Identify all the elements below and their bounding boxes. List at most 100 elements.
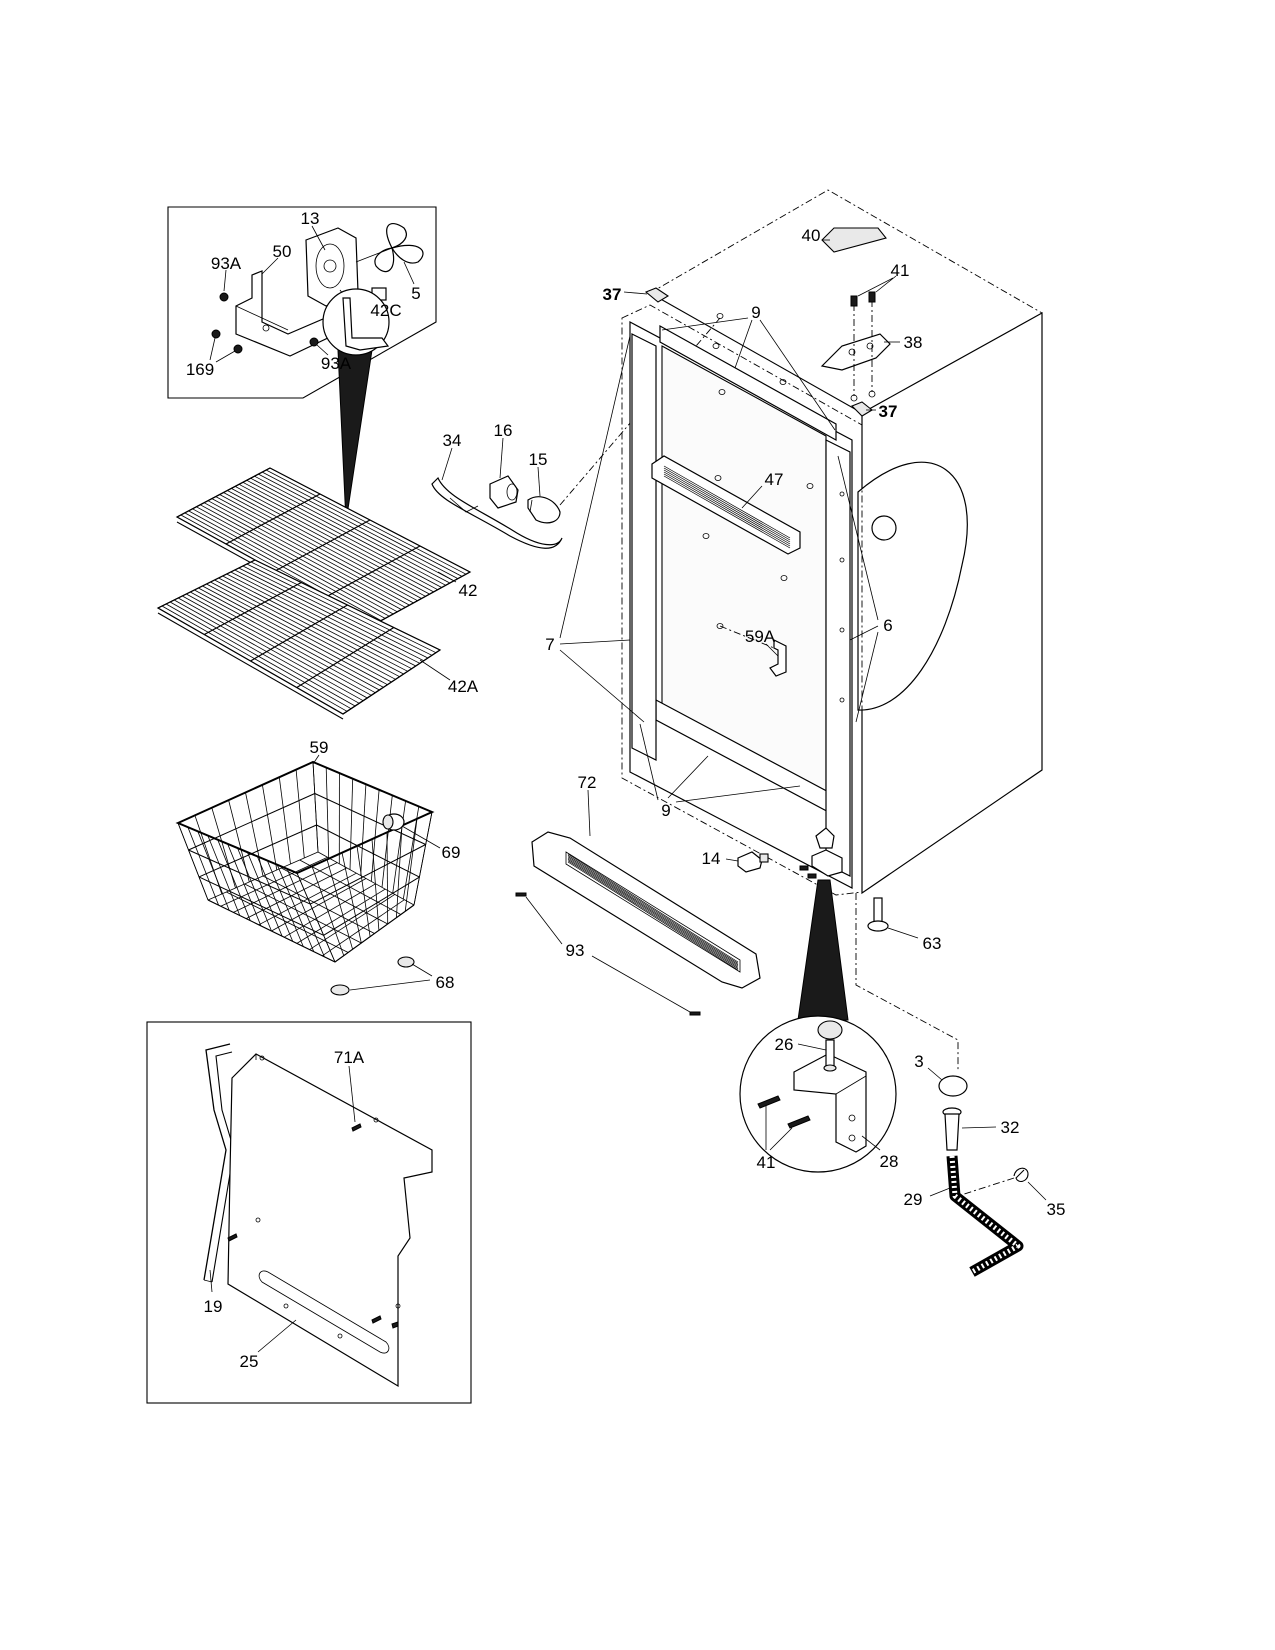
fan-screws xyxy=(211,292,319,354)
basket-wire xyxy=(228,800,250,883)
fan-bracket xyxy=(235,270,333,357)
breaker-strip-left xyxy=(631,333,657,761)
basket-wire xyxy=(295,769,305,859)
basket-band xyxy=(316,824,420,878)
callout-50: 50 xyxy=(273,242,292,261)
roller-leader xyxy=(401,825,441,849)
cabinet-top-front-edge xyxy=(649,292,863,414)
grille-slot xyxy=(567,853,739,963)
screw-93a-bottom xyxy=(309,337,319,347)
basket-wire xyxy=(207,835,241,916)
basket-band xyxy=(198,824,317,878)
inset-top-leaders xyxy=(209,225,415,363)
breaker-strip-right xyxy=(825,439,851,877)
grille-slot xyxy=(567,855,739,964)
light-bracket xyxy=(431,476,563,549)
callout-41-bottom: 41 xyxy=(757,1153,776,1172)
toe-grille xyxy=(515,789,761,1016)
callout-93a-bottom: 93A xyxy=(321,354,352,373)
detail-pointer-42c xyxy=(337,349,373,523)
bracket-fold xyxy=(235,305,289,331)
callout-35: 35 xyxy=(1047,1200,1066,1219)
vent-slot xyxy=(663,467,791,541)
shelf-42a xyxy=(156,559,442,720)
grille-slot xyxy=(567,857,739,967)
shelf-crossbar xyxy=(176,467,271,518)
foot-leader-b xyxy=(411,963,433,977)
screw-93a-top xyxy=(219,292,229,302)
hinge-clip xyxy=(957,1167,1047,1201)
basket-wire xyxy=(349,778,354,870)
bottom-hinge xyxy=(793,1053,867,1153)
callout-6: 6 xyxy=(883,616,892,635)
callout-59a: 59A xyxy=(745,627,776,646)
basket-band xyxy=(188,849,311,905)
shelf-crossbar xyxy=(250,604,348,662)
basket-wire xyxy=(392,800,406,894)
basket-wire xyxy=(413,811,433,906)
detail-circle-hinge xyxy=(739,1015,897,1173)
callout-42a: 42A xyxy=(448,677,479,696)
shelf-crossbar xyxy=(342,649,441,715)
callout-42c: 42C xyxy=(370,301,401,320)
callout-72: 72 xyxy=(578,773,597,792)
callout-47: 47 xyxy=(765,470,784,489)
basket-wires xyxy=(177,761,433,963)
callout-42: 42 xyxy=(459,581,478,600)
basket-wire xyxy=(187,827,219,906)
light-socket xyxy=(489,475,519,509)
callout-37-left: 37 xyxy=(603,285,622,304)
callout-19: 19 xyxy=(204,1297,223,1316)
callout-41-top: 41 xyxy=(891,261,910,280)
panel xyxy=(227,1053,433,1388)
door-outline xyxy=(621,304,863,896)
vent-slot xyxy=(663,475,791,549)
basket-wire xyxy=(227,843,262,926)
screw-169-a xyxy=(211,329,221,339)
hinge-screws xyxy=(757,1095,811,1129)
freezer-cabinet xyxy=(621,189,1043,896)
liner-holes xyxy=(702,313,845,703)
callout-38: 38 xyxy=(904,333,923,352)
basket-floor-wire xyxy=(299,859,401,915)
shelf-crossbar xyxy=(274,519,371,572)
basket-wire xyxy=(312,761,319,853)
callout-59: 59 xyxy=(310,738,329,757)
basket-wire xyxy=(194,815,223,895)
callout-63: 63 xyxy=(923,934,942,953)
basket-wire xyxy=(370,789,380,882)
light-assembly xyxy=(431,317,721,549)
light-bulb xyxy=(527,496,561,524)
callout-34: 34 xyxy=(443,431,462,450)
basket-wire xyxy=(237,847,272,932)
leveling-leg xyxy=(867,897,919,939)
cabinet-leaders xyxy=(419,239,900,803)
panel-screw-leader xyxy=(348,1065,356,1123)
basket-bottom-rim xyxy=(207,899,415,963)
basket-wire xyxy=(404,818,418,912)
callout-16: 16 xyxy=(494,421,513,440)
breaker-strip-top xyxy=(659,324,837,442)
basket-wire xyxy=(245,792,264,877)
vent-slot xyxy=(663,465,791,539)
fan-blade xyxy=(355,223,424,272)
bracket-hole xyxy=(262,324,270,332)
callout-32: 32 xyxy=(1001,1118,1020,1137)
basket-foot-front xyxy=(330,984,350,996)
basket-wire xyxy=(296,872,336,963)
vent-47 xyxy=(651,455,801,555)
basket-leader xyxy=(312,754,320,765)
callout-28: 28 xyxy=(880,1152,899,1171)
basket xyxy=(175,754,441,996)
strip-leader xyxy=(209,1269,213,1293)
grille-slot xyxy=(567,860,739,969)
basket-roller xyxy=(382,813,405,831)
grille-screw-left xyxy=(515,892,527,897)
basket-wire xyxy=(360,784,367,876)
basket-band xyxy=(188,793,316,851)
callout-169: 169 xyxy=(186,360,214,379)
foot-leader-a xyxy=(349,979,431,991)
basket-wire xyxy=(325,767,330,858)
rod-dash xyxy=(855,893,959,1072)
callout-93a-top: 93A xyxy=(211,254,242,273)
